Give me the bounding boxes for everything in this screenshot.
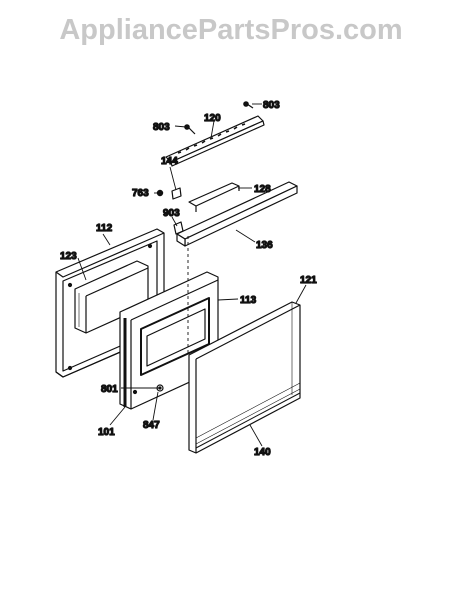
leader-lines	[77, 103, 307, 447]
part-label-120: 120	[204, 113, 221, 124]
screw-part-top-left	[184, 124, 196, 135]
clip-part	[171, 187, 182, 200]
part-label-136: 136	[256, 240, 273, 251]
watermark-text: AppliancePartsPros.com	[59, 14, 403, 46]
part-label-803-right: 803	[263, 100, 280, 111]
nut-part	[156, 189, 164, 197]
part-label-123: 123	[60, 251, 77, 262]
part-label-112: 112	[96, 223, 113, 234]
part-label-801: 801	[101, 384, 118, 395]
part-label-847: 847	[143, 420, 160, 431]
part-label-128: 128	[254, 184, 271, 195]
part-label-803-left: 803	[153, 122, 170, 133]
part-label-121: 121	[300, 275, 317, 286]
outer-door-panel-part	[188, 301, 301, 454]
part-label-113: 113	[240, 295, 257, 306]
part-label-144: 144	[161, 156, 178, 167]
part-label-101: 101	[98, 427, 115, 438]
part-label-903: 903	[163, 208, 180, 219]
screw-part-top-right	[243, 101, 254, 109]
door-handle-bracket-part	[176, 181, 298, 247]
part-label-763: 763	[132, 188, 149, 199]
part-label-140: 140	[254, 447, 271, 458]
vent-trim-part	[165, 115, 265, 167]
